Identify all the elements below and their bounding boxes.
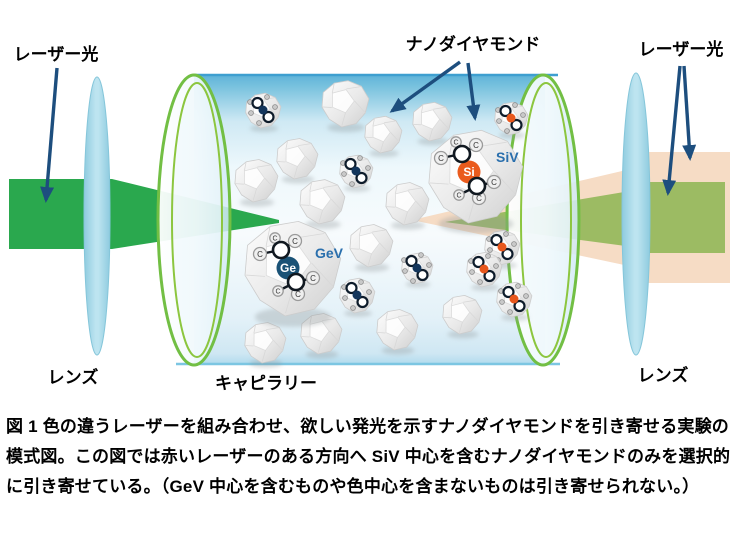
nanodiamond-plain: [349, 224, 394, 272]
capillary-left-rim: [156, 73, 232, 367]
nanodiamond-gev-small: [245, 92, 282, 132]
nanodiamond-plain: [442, 294, 483, 339]
label-lens-left: レンズ: [48, 367, 99, 387]
nanodiamond-plain: [385, 182, 430, 230]
nanodiamond-plain: [364, 115, 403, 158]
color-center-label: GeV: [315, 245, 344, 261]
label-nanodiamond: ナノダイヤモンド: [406, 34, 541, 54]
nanodiamond-plain: [234, 159, 279, 207]
nanodiamond-plain: [244, 322, 287, 368]
nanodiamond-gev-small: [339, 277, 376, 317]
lens-right-shape: [621, 72, 651, 356]
nanodiamond-plain: [321, 80, 370, 133]
carbon-atom-label: C: [310, 274, 316, 283]
nanodiamond-plain: [412, 101, 453, 146]
label-lens-right: レンズ: [638, 365, 689, 385]
carbon-atom-label: C: [438, 154, 444, 163]
carbon-atom-label: C: [456, 192, 461, 199]
carbon-atom-label: C: [473, 141, 479, 150]
carbon-atom-label: C: [257, 250, 263, 259]
carbon-atom-label: C: [295, 290, 301, 299]
laser-left-arrow: [40, 67, 59, 203]
nanodiamond-siv-small: [494, 101, 529, 139]
carbon-atom-label: C: [491, 178, 497, 187]
atom-symbol: Si: [463, 165, 474, 179]
nanodiamond-plain: [276, 138, 319, 184]
nanodiamond-arrow-1: [389, 60, 461, 113]
figure-caption: 図 1 色の違うレーザーを組み合わせ、欲しい発光を示すナノダイヤモンドを引き寄せ…: [6, 417, 731, 496]
label-laser-right: レーザー光: [639, 39, 724, 59]
overlap-laser-beam: [445, 182, 725, 253]
nanodiamond-plain: [376, 309, 419, 355]
nanodiamond-gev-small: [339, 154, 374, 192]
carbon-atom-label: C: [275, 288, 280, 295]
label-capillary: キャピラリー: [215, 374, 317, 393]
label-laser-left: レーザー光: [14, 44, 99, 64]
carbon-atom-label: C: [476, 194, 482, 203]
nanodiamond-plain: [299, 179, 346, 230]
nanodiamond-arrow-2: [466, 62, 481, 121]
color-center-label: SiV: [496, 149, 519, 165]
lens-left-shape: [83, 76, 111, 356]
atom-symbol: Ge: [280, 261, 296, 275]
laser-right-arrow-1: [662, 65, 682, 196]
nanodiamond-siv-small: [466, 251, 503, 291]
nanodiamond-siv-small: [496, 281, 533, 321]
laser-right-arrow-2: [682, 65, 697, 161]
carbon-atom-label: C: [453, 139, 458, 146]
nanodiamond-gev-small: [401, 252, 434, 288]
carbon-atom-label: C: [272, 235, 277, 242]
carbon-atom-label: C: [292, 237, 298, 246]
